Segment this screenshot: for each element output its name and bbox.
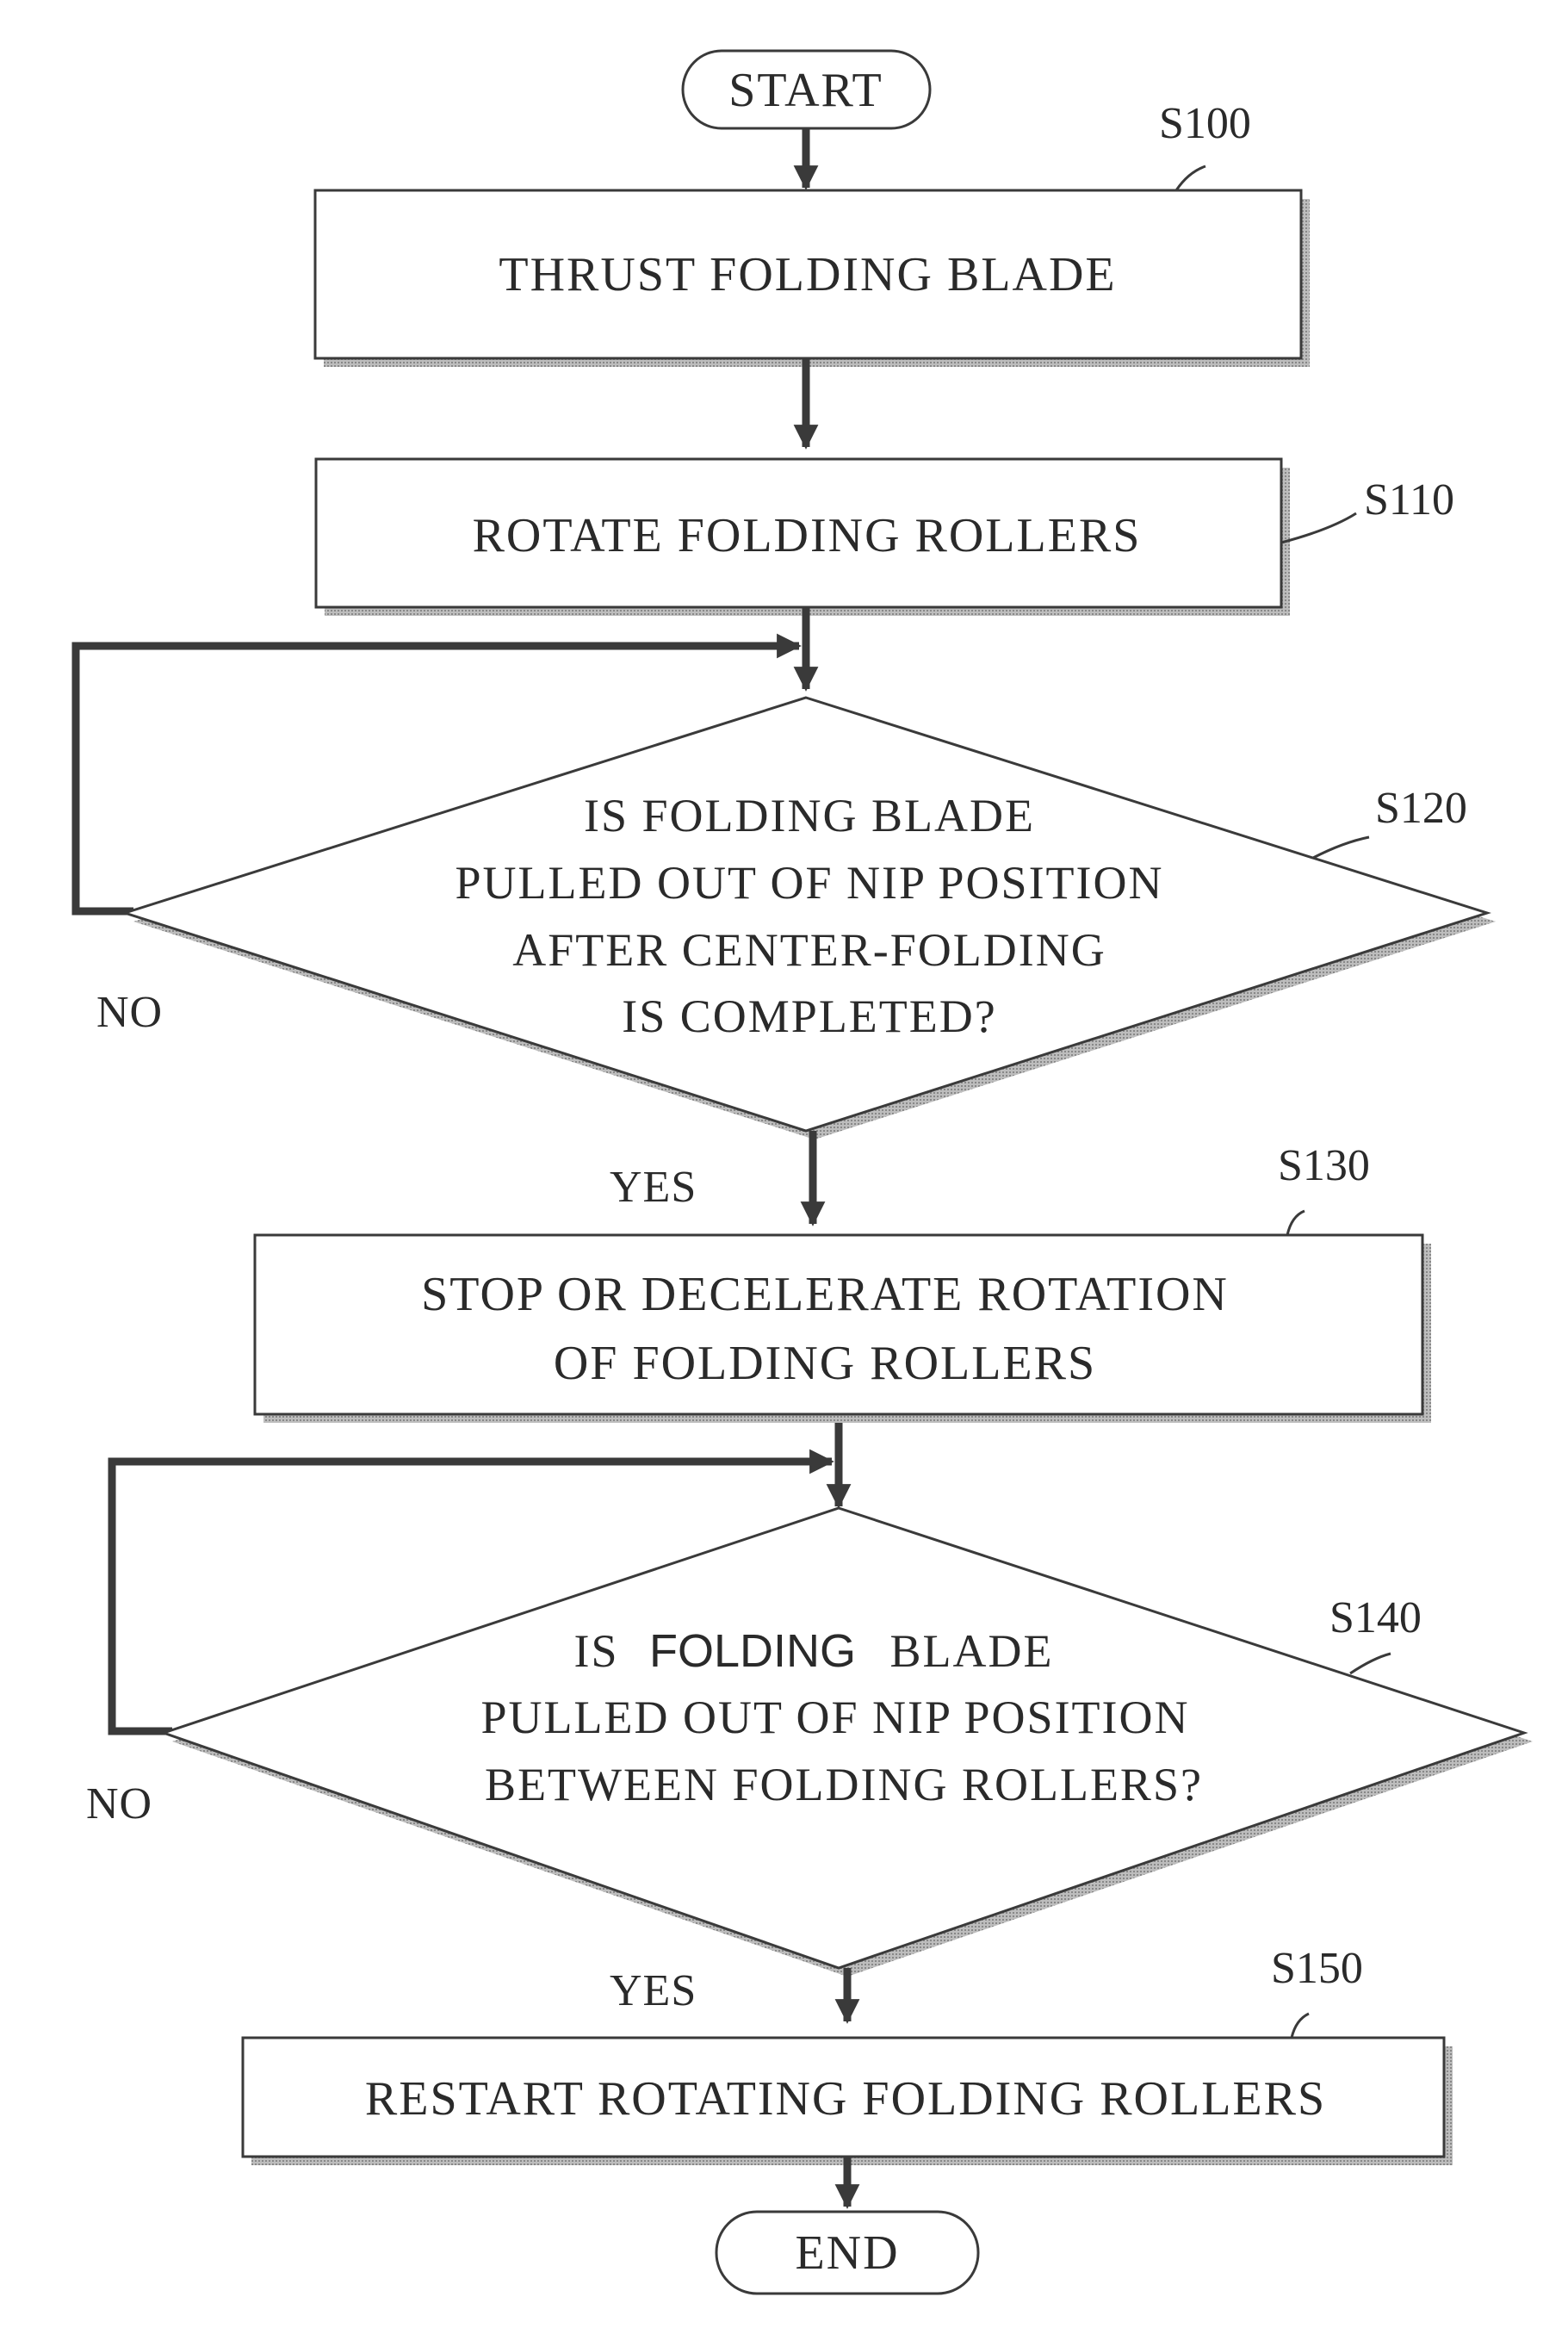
step-s100-id: S100 <box>1159 99 1251 148</box>
s140-line1-is: IS <box>573 1625 618 1677</box>
leader-s130 <box>1287 1211 1305 1235</box>
s140-line3: BETWEEN FOLDING ROLLERS? <box>485 1759 1203 1810</box>
s120-no-label: NO <box>96 988 163 1037</box>
step-s110-box: ROTATE FOLDING ROLLERS <box>316 459 1290 616</box>
s120-yes-label: YES <box>610 1163 697 1212</box>
s120-line4: IS COMPLETED? <box>622 990 996 1042</box>
step-s100-box: THRUST FOLDING BLADE <box>315 190 1310 367</box>
leader-s140 <box>1350 1654 1391 1673</box>
decision-s120: IS FOLDING BLADE PULLED OUT OF NIP POSIT… <box>125 698 1496 1139</box>
step-s150-box: RESTART ROTATING FOLDING ROLLERS <box>243 2038 1453 2165</box>
step-s110-id: S110 <box>1364 475 1454 525</box>
step-s100-text: THRUST FOLDING BLADE <box>499 248 1116 301</box>
s140-yes-label: YES <box>610 1966 697 2015</box>
leader-s150 <box>1292 2014 1309 2038</box>
step-s130-id: S130 <box>1278 1141 1370 1190</box>
start-label: START <box>728 64 883 117</box>
step-s130-line2: OF FOLDING ROLLERS <box>554 1337 1096 1390</box>
step-s110-text: ROTATE FOLDING ROLLERS <box>473 509 1142 562</box>
step-s130-line1: STOP OR DECELERATE ROTATION <box>421 1268 1229 1321</box>
end-terminal: END <box>716 2212 978 2294</box>
start-terminal: START <box>683 51 930 128</box>
s140-line1-folding: FOLDING <box>649 1625 856 1677</box>
decision-s140: IS FOLDING BLADE PULLED OUT OF NIP POSIT… <box>164 1508 1533 1977</box>
leader-s110 <box>1281 513 1356 543</box>
end-label: END <box>795 2226 899 2280</box>
leader-s120 <box>1313 837 1369 858</box>
step-s130-box: STOP OR DECELERATE ROTATION OF FOLDING R… <box>255 1235 1431 1423</box>
s140-no-label: NO <box>86 1779 152 1828</box>
s120-line3: AFTER CENTER-FOLDING <box>512 924 1106 976</box>
step-s140-id: S140 <box>1329 1593 1422 1642</box>
s120-line1: IS FOLDING BLADE <box>584 790 1035 841</box>
step-s150-id: S150 <box>1271 1944 1363 1993</box>
s140-line1-blade: BLADE <box>890 1625 1054 1677</box>
s140-line2: PULLED OUT OF NIP POSITION <box>480 1692 1189 1743</box>
step-s150-text: RESTART ROTATING FOLDING ROLLERS <box>365 2072 1326 2126</box>
step-s120-id: S120 <box>1375 784 1467 833</box>
leader-s100 <box>1176 166 1205 190</box>
s120-line2: PULLED OUT OF NIP POSITION <box>455 857 1163 909</box>
